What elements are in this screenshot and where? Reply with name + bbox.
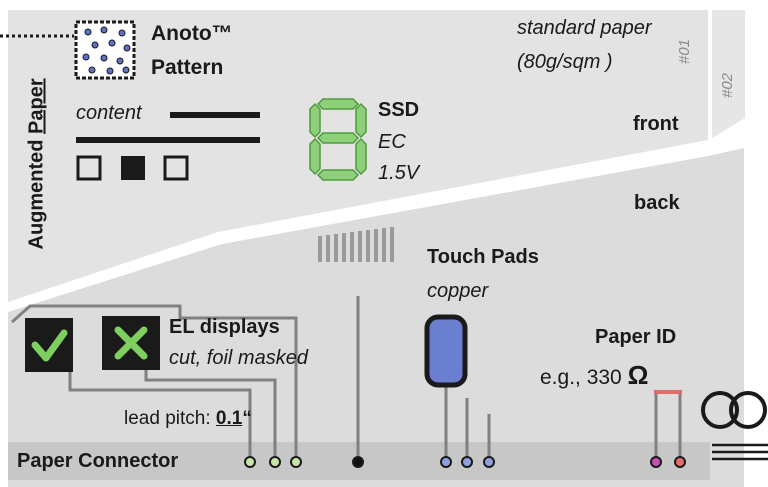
- paper-id-title: Paper ID: [595, 326, 677, 348]
- paper-connector-label: Paper Connector: [17, 450, 179, 472]
- touch-pads-material: copper: [427, 280, 489, 302]
- augmented-label-underlined: Paper: [25, 78, 48, 134]
- ssd-voltage: 1.5V: [378, 162, 420, 184]
- augmented-label-prefix: Augmented: [25, 133, 48, 250]
- anoto-title: Anoto™: [151, 22, 233, 45]
- paper-id-example: e.g., 330: [540, 366, 622, 389]
- anoto-subtitle: Pattern: [151, 56, 224, 79]
- lead-pitch-value: 0.1: [215, 408, 243, 429]
- check-icon: [25, 318, 73, 372]
- paper-id-value: e.g., 330 Ω: [540, 360, 648, 391]
- fold-line: [6, 132, 768, 312]
- ssd-contacts: [318, 227, 394, 262]
- back-label: back: [634, 192, 680, 214]
- front-label: front: [633, 113, 679, 135]
- lead-pitch-label: lead pitch:: [124, 408, 211, 429]
- resistor-icon: [654, 390, 682, 394]
- content-checkbox-filled: [121, 156, 145, 180]
- el-displays-title: EL displays: [169, 316, 280, 338]
- dot-pattern-icon: [74, 20, 136, 80]
- wires: [11, 296, 682, 462]
- sheet-back: [8, 148, 744, 487]
- lead-pitch-unit: “: [242, 408, 252, 429]
- content-line-2: [76, 137, 260, 143]
- paper-type: standard paper: [517, 17, 652, 39]
- sheet-02: [712, 10, 745, 138]
- sheet-number-02: #02: [719, 72, 736, 98]
- paper-weight: (80g/sqm ): [517, 51, 613, 73]
- ssd-title: SSD: [378, 99, 420, 121]
- augmented-paper-label: Augmented Paper: [25, 78, 49, 250]
- touch-pad-icon: [424, 314, 468, 388]
- content-checkbox-empty-2: [163, 155, 189, 181]
- ohm-icon: Ω: [627, 360, 649, 390]
- content-checkbox-empty-1: [76, 155, 102, 181]
- content-line-1: [170, 112, 260, 118]
- connector-pins: [244, 456, 686, 468]
- sheet-number-01: #01: [676, 38, 693, 64]
- touch-pads-title: Touch Pads: [427, 246, 539, 268]
- content-label: content: [76, 102, 142, 124]
- link-icon: [701, 391, 768, 461]
- lead-pitch: lead pitch: 0.1“: [124, 408, 252, 430]
- seven-segment-icon: [309, 98, 367, 181]
- el-displays-subtitle: cut, foil masked: [169, 347, 308, 369]
- cross-icon: [102, 316, 160, 370]
- ssd-type: EC: [378, 131, 406, 153]
